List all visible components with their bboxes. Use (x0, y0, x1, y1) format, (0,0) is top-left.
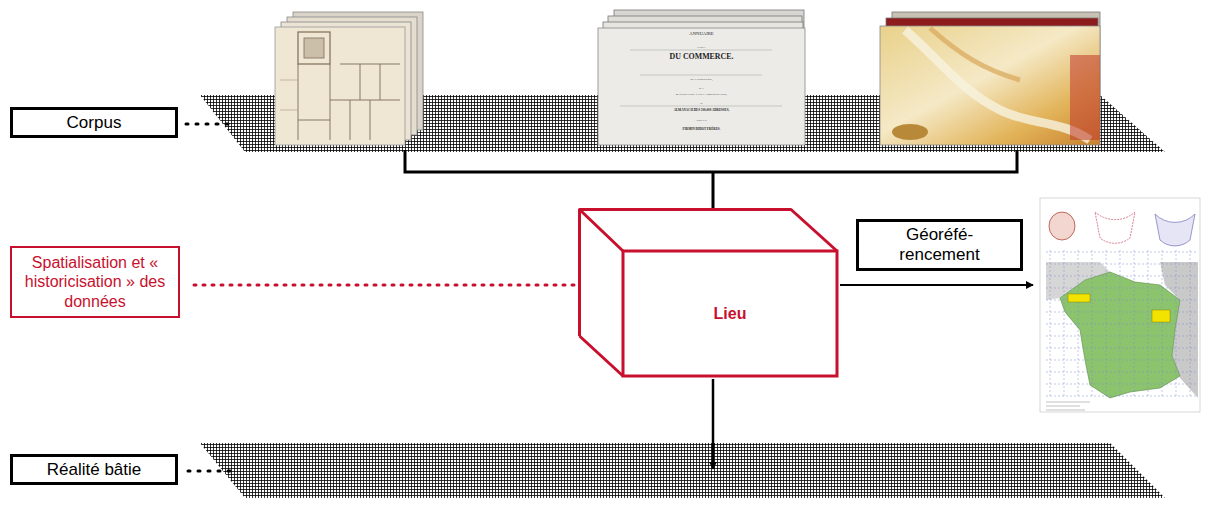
document-title-text: DE LA (598, 88, 805, 90)
poster-image-stack (880, 12, 1100, 145)
map-sheet (1040, 198, 1200, 412)
poster-drapery (905, 30, 1090, 140)
document-title-text: FIRMIN DIDOT FRÈRES. (598, 128, 805, 131)
map-grid (1046, 250, 1196, 398)
corpus-bracket (405, 150, 1017, 208)
grid-line (1046, 360, 1196, 361)
process-label-box: Spatialisation et « historicisation » de… (10, 246, 180, 318)
georeferencing-box: Géoréfé- rencement (856, 219, 1023, 271)
dotted-connector (194, 284, 578, 287)
node-text: Spatialisation et « historicisation » de… (20, 253, 170, 311)
built-reality-plane (200, 443, 1165, 498)
projection-figure (1049, 212, 1075, 240)
grid-line (1046, 336, 1196, 337)
grid-line (1046, 348, 1196, 349)
layer-label-box: Corpus (10, 107, 178, 138)
document-title-text: DE L'INDUSTRIE, (598, 78, 805, 81)
cube-outline (578, 208, 839, 378)
grid-line (1046, 372, 1196, 373)
document-title-text: DU COMMERCE. (598, 53, 805, 61)
text-group: Spatialisation et « historicisation » de… (20, 253, 170, 311)
text-group: Réalité bâtie (47, 460, 142, 480)
cube-edges (580, 210, 838, 377)
plan-sheet (275, 27, 405, 145)
map-highlight (1152, 310, 1170, 322)
layer-label-box: Réalité bâtie (10, 454, 178, 485)
grid-line (1046, 264, 1196, 265)
poster-sheet (880, 26, 1100, 145)
map-highlight (1068, 294, 1090, 302)
node-text: Réalité bâtie (47, 460, 142, 480)
document-title-text: ANNUAIRE (598, 32, 805, 37)
annuaire-title-page (598, 28, 805, 145)
node-text: Géoréfé- rencement (880, 225, 1000, 266)
cube-face: Lieu (623, 251, 837, 376)
place-cube: Lieu (578, 208, 839, 378)
poster-drapery (930, 28, 1020, 80)
document-title-text: OU (598, 103, 805, 105)
grid-line (1046, 288, 1196, 289)
georef-arrow (840, 284, 1033, 286)
leader-dots (188, 470, 234, 473)
grid-line (1046, 384, 1196, 385)
document-title-text: DIRIGÉ PAR (598, 120, 805, 122)
grid-line (1046, 396, 1196, 397)
annuaire-image-stack (598, 10, 805, 145)
node-text: Corpus (67, 113, 122, 133)
document-title-text: MAGISTRATURE ET DE L'ADMINISTRATION, (598, 94, 805, 97)
map-image (1040, 198, 1200, 412)
poster-lettering-area (1070, 55, 1100, 140)
grid-line (1046, 276, 1196, 277)
text-group: Géoréfé- rencement (880, 225, 1000, 266)
poster-vase (892, 124, 928, 140)
grid-line (1046, 252, 1196, 253)
cube-front-face (623, 251, 837, 376)
document-title-text: ALMANACH DES 500,000 ADRESSES, (598, 109, 805, 112)
grid-line (1046, 312, 1196, 313)
plan-image-stack (275, 12, 423, 145)
text-group: Corpus (67, 113, 122, 133)
leader-dots (186, 123, 234, 126)
grid-line (1046, 324, 1196, 325)
node-text: Lieu (714, 304, 747, 323)
map-legend-lines (1046, 402, 1090, 410)
plan-room (304, 38, 324, 58)
projection-figure (1155, 214, 1195, 246)
projection-figure (1095, 212, 1135, 243)
document-title-text: GÉNÉRAL (598, 47, 805, 49)
plan-walls (298, 64, 400, 140)
plan-walls (280, 80, 298, 110)
down-arrow (712, 379, 715, 469)
plan-room (298, 32, 330, 64)
